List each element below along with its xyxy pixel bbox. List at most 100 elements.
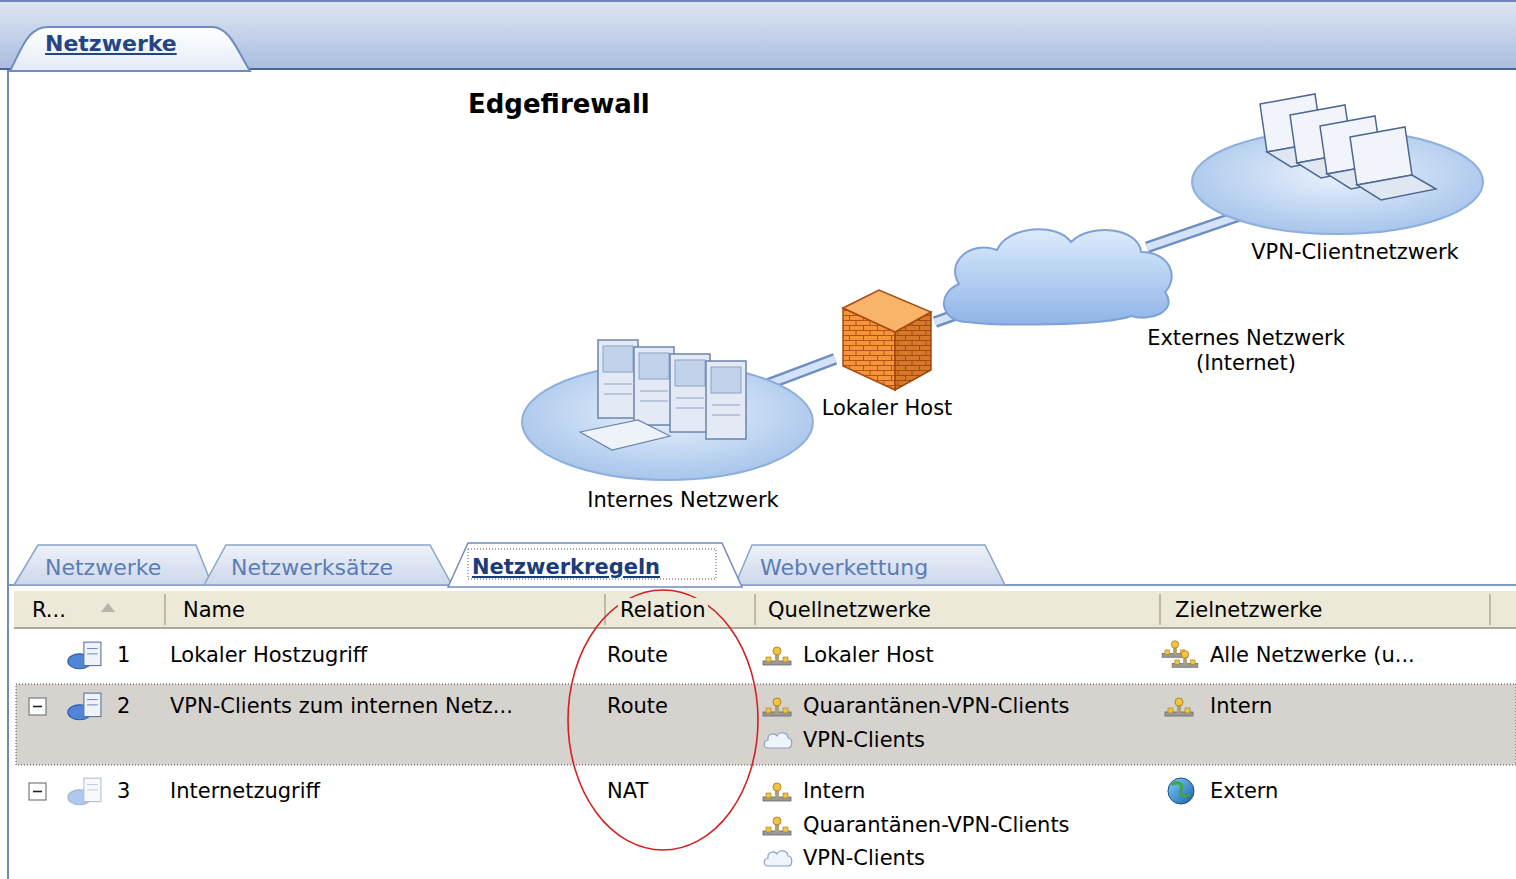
network-icon xyxy=(763,647,791,665)
globe-icon xyxy=(1168,778,1194,804)
rule-number: 3 xyxy=(115,779,132,804)
table-cell: Lokaler Hostzugriff xyxy=(168,643,369,668)
network-icon xyxy=(763,698,791,716)
table-header-border xyxy=(14,627,1516,629)
rule-icon xyxy=(68,642,101,669)
column-header: Relation xyxy=(618,598,708,623)
rule-number: 1 xyxy=(115,643,132,668)
network-shape-part xyxy=(598,340,638,418)
table-cell: Intern xyxy=(801,779,867,804)
link-tube xyxy=(766,359,835,385)
collapse-minus-part xyxy=(33,791,42,793)
table-cell: Lokaler Host xyxy=(801,643,936,668)
network-shape-part xyxy=(639,353,669,379)
column-header: Quellnetzwerke xyxy=(766,598,933,623)
network-set-icon-part xyxy=(1172,651,1198,668)
panel-border xyxy=(7,70,9,879)
column-separators-part xyxy=(1489,594,1491,625)
network-shape-part xyxy=(676,398,704,399)
header-border xyxy=(0,0,1516,2)
network-node: Externes Netzwerk (Internet) xyxy=(935,222,1180,334)
column-header: Name xyxy=(181,598,247,623)
node-label: Internes Netzwerk xyxy=(533,488,833,513)
globe-icon-part xyxy=(1172,783,1189,796)
rule-icon-disabled xyxy=(68,778,101,805)
link-tube-outline xyxy=(766,359,835,385)
network-set-icon xyxy=(1162,641,1198,668)
collapse-box-part xyxy=(29,698,46,715)
tab-label: Netzwerksätze xyxy=(231,555,393,580)
column-separators-part xyxy=(1159,594,1161,625)
node-label: Lokaler Host xyxy=(787,396,987,421)
node-label: VPN-Clientnetzwerk xyxy=(1210,240,1500,265)
network-node: Lokaler Host xyxy=(835,290,935,390)
network-shape xyxy=(835,290,935,390)
network-shape-part xyxy=(944,229,1172,324)
network-shape-part xyxy=(640,401,668,402)
globe-icon-part xyxy=(1168,778,1194,804)
column-separators xyxy=(165,594,1490,625)
network-shape-part xyxy=(706,361,746,439)
network-shape-part xyxy=(1357,175,1436,200)
tab-label: Netzwerke xyxy=(45,555,161,580)
network-shape-part xyxy=(712,405,740,406)
highlight-ellipse xyxy=(568,590,758,850)
network-link xyxy=(766,359,835,385)
network-icon xyxy=(1165,698,1193,716)
network-shape-part xyxy=(580,420,670,450)
tab-label: Webverkettung xyxy=(760,555,928,580)
collapse-box xyxy=(29,698,46,800)
column-header: Zielnetzwerke xyxy=(1173,598,1325,623)
link-tube xyxy=(1147,216,1240,248)
table-cell: Route xyxy=(605,694,670,719)
link-tube-outline xyxy=(1147,216,1240,248)
collapse-minus-part xyxy=(33,706,42,708)
table-cell: Quarantänen-VPN-Clients xyxy=(801,694,1072,719)
network-shape-part xyxy=(634,347,674,425)
table-cell: Intern xyxy=(1208,694,1274,719)
rule-number: 2 xyxy=(115,694,132,719)
table-cell: VPN-Clients xyxy=(801,846,927,871)
network-icon xyxy=(763,783,791,801)
network-shape-part xyxy=(843,290,931,332)
network-shape-part xyxy=(670,354,710,432)
table-cell: VPN-Clients xyxy=(801,728,927,753)
rule-icon xyxy=(68,693,101,720)
focus-rect xyxy=(468,549,716,579)
network-shape-part xyxy=(604,384,632,385)
table-cell: Alle Netzwerke (u... xyxy=(1208,643,1417,668)
network-shape-part xyxy=(711,367,741,393)
collapse-box-part xyxy=(29,783,46,800)
tab-label: Netzwerke xyxy=(45,31,177,56)
network-node: VPN-Clientnetzwerk xyxy=(1190,128,1485,236)
selected-row xyxy=(16,684,1516,765)
network-shape xyxy=(520,362,815,482)
active-tab-label: Netzwerkregeln xyxy=(472,555,660,580)
network-shape-part xyxy=(712,415,740,416)
table-cell: NAT xyxy=(605,779,650,804)
network-shape-part xyxy=(676,408,704,409)
network-node: Internes Netzwerk xyxy=(520,362,815,482)
network-shape xyxy=(1190,128,1485,236)
tab xyxy=(204,545,452,585)
column-separators-part xyxy=(164,594,166,625)
network-shape-part xyxy=(675,360,705,386)
table-cell: Route xyxy=(605,643,670,668)
network-shape xyxy=(935,222,1180,334)
network-shape-part xyxy=(604,394,632,395)
network-shape-part xyxy=(640,391,668,392)
column-separators-part xyxy=(604,594,606,625)
network-icon xyxy=(763,817,791,835)
cloud-icon xyxy=(764,733,792,748)
node-label: Externes Netzwerk (Internet) xyxy=(1106,326,1386,376)
table-cell: Quarantänen-VPN-Clients xyxy=(801,813,1072,838)
tab xyxy=(14,545,212,585)
column-separators-part xyxy=(754,594,756,625)
table-cell: VPN-Clients zum internen Netz... xyxy=(168,694,515,719)
collapse-minus xyxy=(33,707,42,792)
active-tab xyxy=(448,543,742,587)
top-tab xyxy=(10,27,250,71)
rule-icon-disabled-part xyxy=(68,778,101,805)
